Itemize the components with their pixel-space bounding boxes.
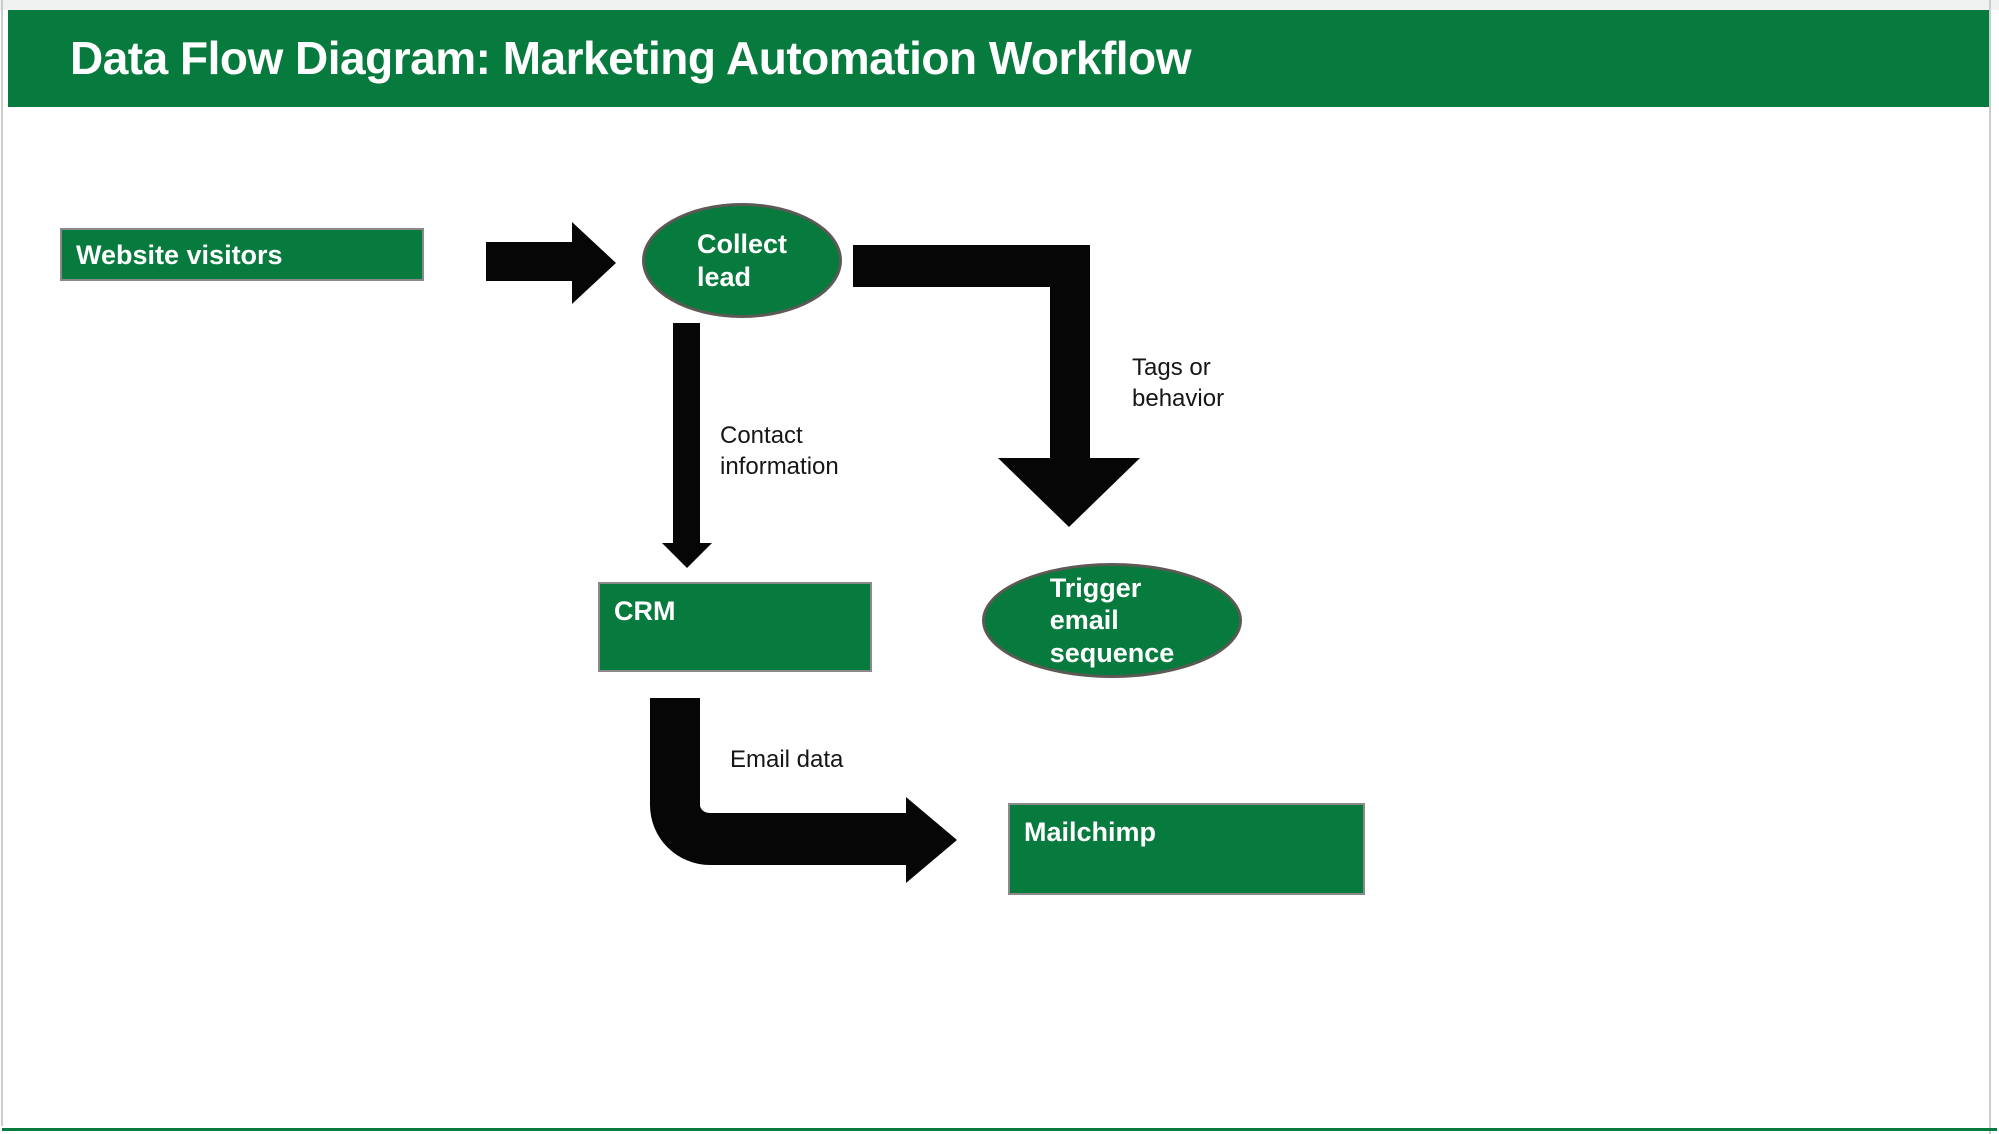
arrowhead-right-icon — [906, 797, 957, 883]
arrow-shaft — [486, 242, 574, 281]
node-mailchimp: Mailchimp — [1008, 803, 1365, 895]
node-website-visitors: Website visitors — [60, 228, 424, 281]
arrow-shaft — [673, 323, 700, 543]
node-collect-lead: Collect lead — [642, 203, 842, 318]
arrowhead-right-icon — [572, 222, 616, 304]
edge-label-email-data: Email data — [730, 746, 844, 773]
node-crm: CRM — [598, 582, 872, 672]
node-website-visitors-label: Website visitors — [76, 240, 283, 270]
canvas-left-edge — [1, 0, 3, 1126]
edge-label-contact-information: Contact information — [720, 422, 839, 480]
header-bar: Data Flow Diagram: Marketing Automation … — [8, 10, 1989, 107]
canvas-right-edge — [1989, 0, 1991, 1134]
node-mailchimp-label: Mailchimp — [1024, 817, 1157, 847]
node-trigger-email-sequence: Trigger email sequence — [982, 563, 1242, 678]
arrow-shaft-vertical — [1050, 245, 1090, 458]
arrowhead-down-icon — [998, 458, 1140, 527]
arrow-curved-shaft — [650, 698, 906, 865]
node-crm-label: CRM — [614, 596, 676, 626]
page-title: Data Flow Diagram: Marketing Automation … — [70, 32, 1191, 84]
footer-green-strip — [2, 1128, 1997, 1131]
arrowhead-down-icon — [662, 543, 712, 568]
edge-label-tags-or-behavior: Tags or behavior — [1132, 354, 1225, 412]
top-margin-strip — [0, 0, 1999, 10]
node-collect-lead-label: Collect lead — [696, 229, 788, 292]
node-trigger-email-sequence-label: Trigger email sequence — [1049, 572, 1175, 668]
